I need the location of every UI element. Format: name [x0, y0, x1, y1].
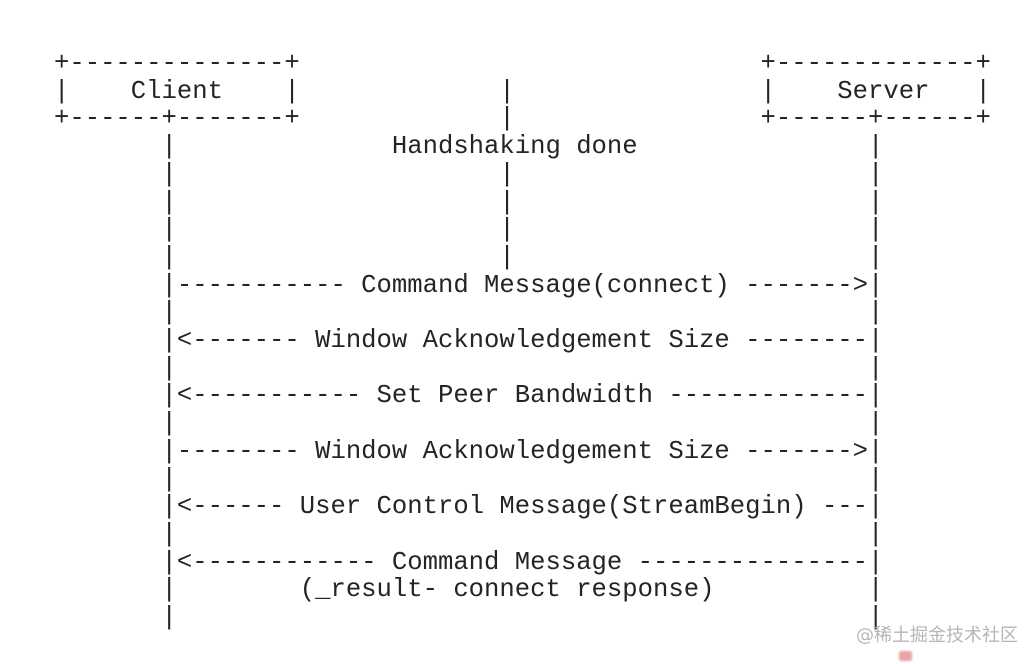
watermark-text: @稀土掘金技术社区: [856, 625, 1018, 646]
ascii-sequence-diagram: +--------------+ +-------------+ | Clien…: [54, 49, 991, 633]
red-logo-fragment: [899, 651, 912, 661]
